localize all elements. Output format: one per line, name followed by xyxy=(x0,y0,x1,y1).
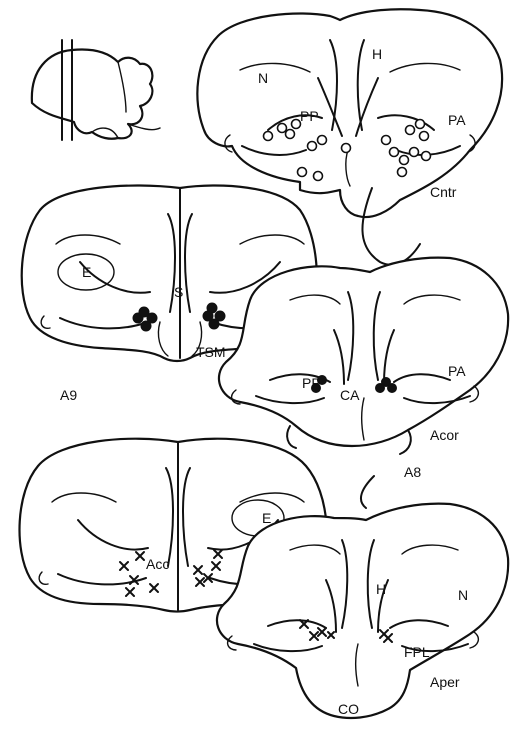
label-acor: Acor xyxy=(430,427,459,443)
label-co: CO xyxy=(338,701,359,717)
label-acc: Acc xyxy=(146,556,169,572)
label-h-bottom: H xyxy=(376,581,386,597)
label-pa-top: PA xyxy=(448,112,466,128)
label-e-bottom: E xyxy=(262,510,271,526)
leader-a8 xyxy=(361,476,374,508)
label-pp-mid: PP xyxy=(302,375,321,391)
label-a8: A8 xyxy=(404,464,421,480)
label-h-top: H xyxy=(372,46,382,62)
label-pa-mid: PA xyxy=(448,363,466,379)
section-aper: H N FPL Aper CO xyxy=(217,504,508,718)
label-n-bottom: N xyxy=(458,587,468,603)
label-pp-top: PP xyxy=(300,108,319,124)
label-aper: Aper xyxy=(430,674,460,690)
label-ca: CA xyxy=(340,387,360,403)
brain-inset-sketch xyxy=(32,40,160,140)
label-s: S xyxy=(174,284,183,300)
label-a9: A9 xyxy=(60,387,77,403)
label-tsm: TSM xyxy=(196,344,226,360)
label-cntr: Cntr xyxy=(430,184,457,200)
label-e-left: E xyxy=(82,264,91,280)
label-fpl: FPL xyxy=(404,644,430,660)
label-n-top: N xyxy=(258,70,268,86)
